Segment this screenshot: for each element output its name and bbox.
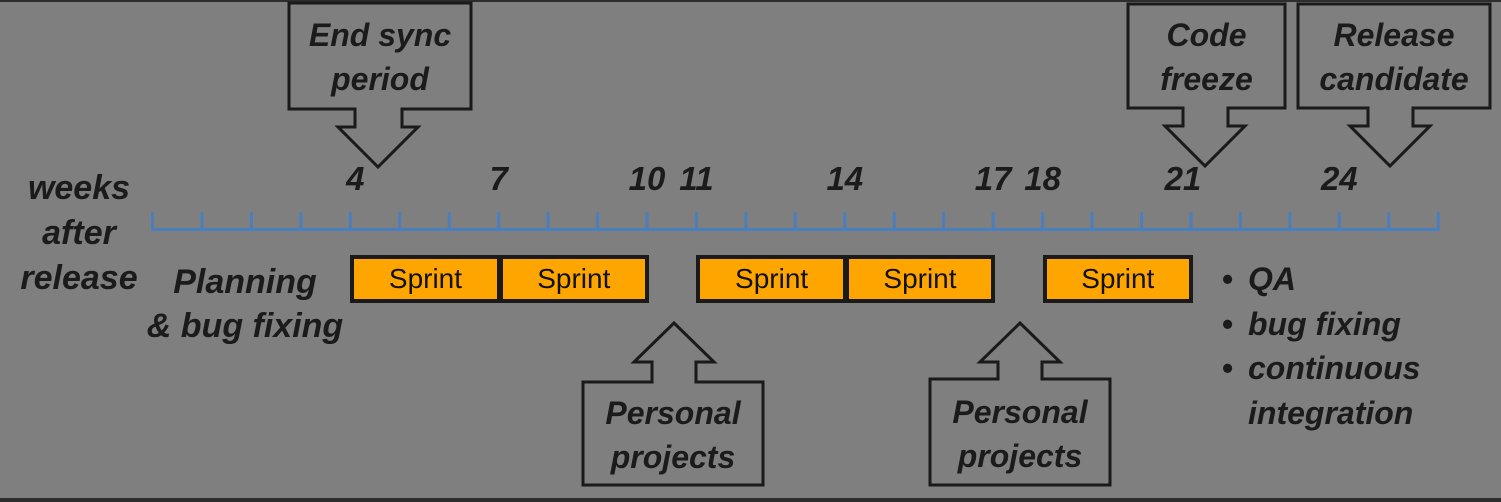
end-sync-callout-shape bbox=[287, 1, 473, 170]
planning-line: & bug fixing bbox=[146, 307, 344, 345]
callout-line: Release bbox=[1333, 17, 1455, 53]
qa-bullet-item: bug fixing bbox=[1210, 302, 1450, 347]
callout-line: freeze bbox=[1160, 61, 1253, 97]
axis-caption-line: after bbox=[42, 214, 116, 252]
end-sync-callout-label: End sync period bbox=[289, 13, 471, 101]
callout-line: Code bbox=[1166, 17, 1247, 53]
callout-line: period bbox=[331, 61, 429, 97]
week-label: 14 bbox=[826, 160, 864, 197]
sprint-box-label: Sprint bbox=[388, 263, 463, 294]
callout-line: Personal bbox=[605, 395, 741, 431]
sprint-box-label: Sprint bbox=[1081, 263, 1155, 294]
callout-line: candidate bbox=[1319, 61, 1469, 97]
timeline-axis bbox=[151, 212, 1440, 231]
release-candidate-callout-shape bbox=[1296, 2, 1492, 169]
axis-caption: weeks after release bbox=[0, 166, 158, 301]
sprint-box: Sprint bbox=[498, 255, 649, 303]
qa-bullet-item: QA bbox=[1210, 257, 1450, 302]
personal-projects-right-callout-shape bbox=[928, 320, 1112, 487]
qa-bullet-item: continuous integration bbox=[1210, 346, 1450, 435]
sprint-box: Sprint bbox=[1042, 255, 1193, 303]
week-label: 21 bbox=[1164, 160, 1202, 197]
callout-line: projects bbox=[610, 439, 736, 475]
bottom-border-strip bbox=[0, 498, 1501, 502]
week-label: 17 bbox=[974, 160, 1012, 197]
axis-caption-line: weeks bbox=[27, 169, 131, 207]
personal-projects-right-label: Personal projects bbox=[930, 390, 1110, 478]
sprint-box-label: Sprint bbox=[883, 263, 957, 294]
sprint-box-label: Sprint bbox=[537, 263, 611, 294]
personal-projects-left-callout-shape bbox=[581, 320, 765, 487]
sprint-box-label: Sprint bbox=[735, 263, 809, 294]
callout-line: projects bbox=[957, 438, 1083, 474]
code-freeze-callout-shape bbox=[1126, 2, 1287, 169]
personal-projects-left-label: Personal projects bbox=[583, 391, 763, 479]
axis-caption-line: release bbox=[20, 259, 138, 297]
sprint-box: Sprint bbox=[844, 255, 996, 303]
code-freeze-callout-label: Code freeze bbox=[1128, 13, 1285, 101]
release-candidate-callout-label: Release candidate bbox=[1298, 13, 1490, 101]
top-border-strip bbox=[0, 0, 1501, 2]
qa-bullet-list: QAbug fixingcontinuous integration bbox=[1210, 257, 1450, 435]
week-label: 24 bbox=[1320, 160, 1358, 197]
sprint-box: Sprint bbox=[696, 255, 847, 303]
week-label: 7 bbox=[489, 160, 508, 197]
sprint-box: Sprint bbox=[350, 255, 501, 303]
week-label: 4 bbox=[346, 160, 365, 197]
planning-phase-label: Planning & bug fixing bbox=[120, 260, 370, 348]
week-label: 10 bbox=[628, 160, 666, 197]
planning-line: Planning bbox=[173, 263, 317, 301]
callout-line: End sync bbox=[308, 17, 452, 53]
week-label: 11 bbox=[679, 160, 714, 197]
week-label: 18 bbox=[1024, 160, 1061, 197]
callout-line: Personal bbox=[952, 394, 1088, 430]
